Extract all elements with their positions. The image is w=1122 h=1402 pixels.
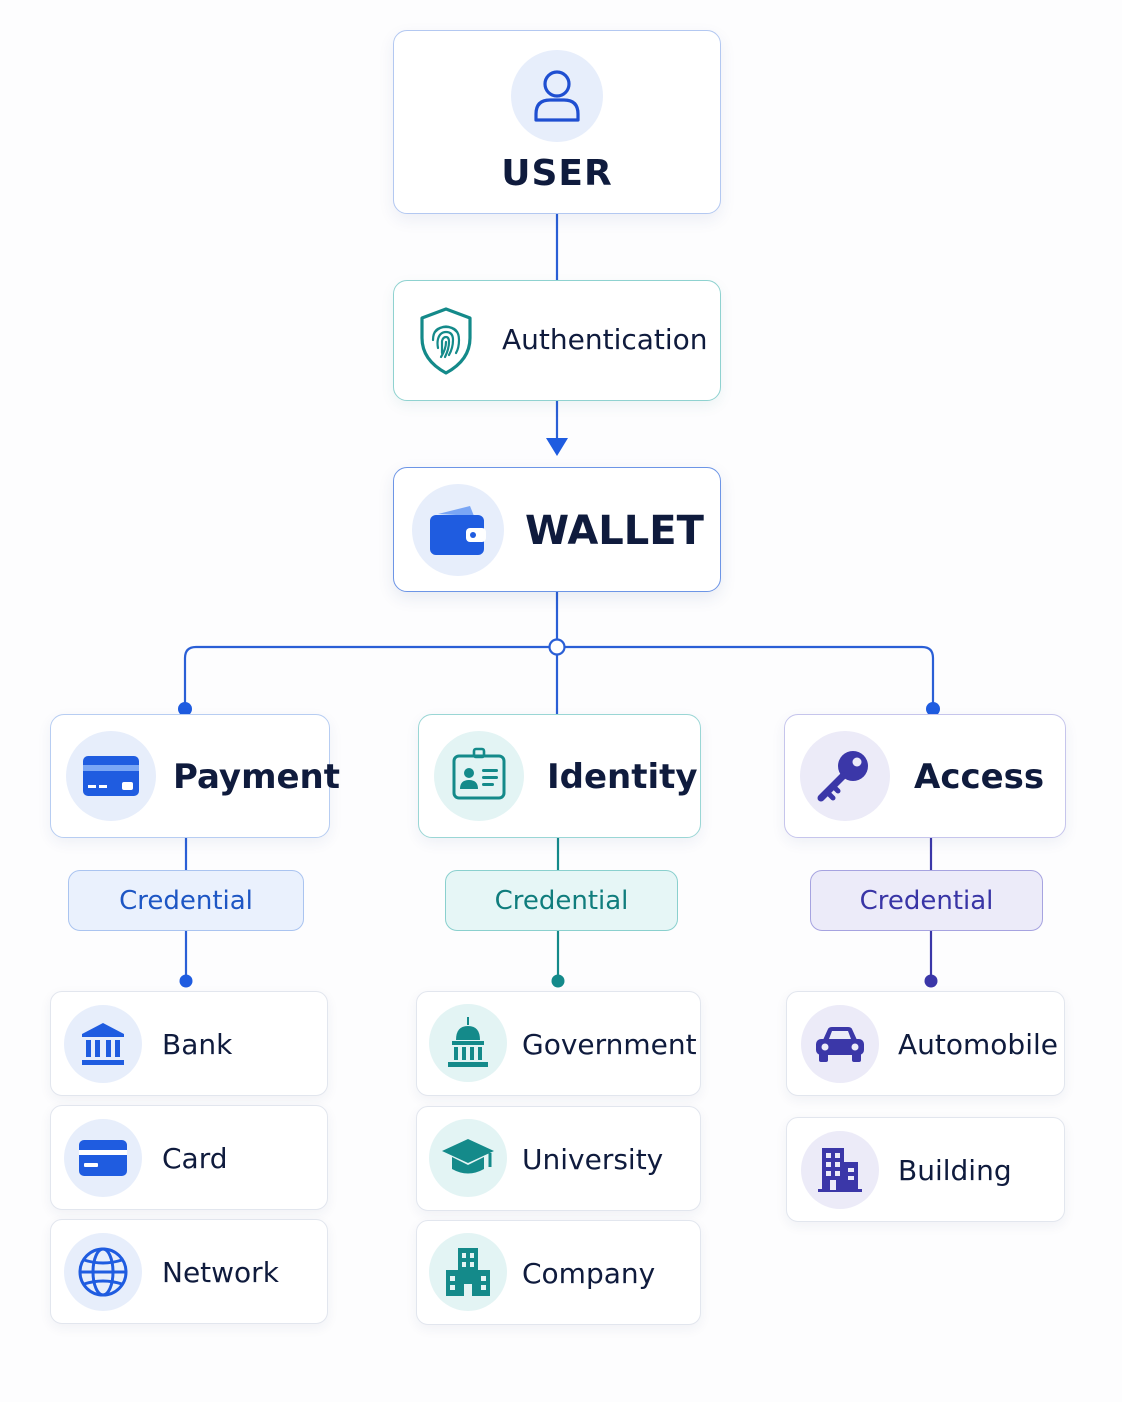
category-payment: Payment <box>50 714 340 838</box>
access-items-dot <box>924 974 938 988</box>
credit-card-icon <box>83 756 139 796</box>
globe-icon <box>78 1247 128 1297</box>
payment-item-bank-label: Bank <box>162 1028 233 1061</box>
identity-item-government: Government <box>416 991 701 1096</box>
payment-item-bank: Bank <box>50 991 328 1096</box>
identity-item-government-label: Government <box>522 1028 697 1061</box>
identity-item-university-label: University <box>522 1143 664 1176</box>
arrow-down-icon <box>546 438 568 456</box>
bank-icon <box>82 1023 124 1065</box>
access-item-automobile-label: Automobile <box>898 1028 1058 1061</box>
user-label: USER <box>501 153 613 194</box>
building-icon <box>818 1148 862 1192</box>
payment-connector-dot <box>178 702 192 716</box>
car-icon <box>816 1027 864 1062</box>
identity-item-company-label: Company <box>522 1257 656 1290</box>
wallet-icon <box>430 506 486 555</box>
id-badge-icon <box>452 747 506 800</box>
authentication-node: Authentication <box>393 280 721 401</box>
category-payment-label: Payment <box>173 757 341 797</box>
shield-fingerprint-icon <box>420 307 472 375</box>
payment-item-network: Network <box>50 1219 328 1324</box>
wallet-label: WALLET <box>525 508 704 554</box>
graduation-cap-icon <box>442 1139 494 1174</box>
card-icon <box>79 1140 127 1176</box>
access-credential-badge: Credential <box>810 870 1043 931</box>
payment-items-dot <box>179 974 193 988</box>
identity-items-dot <box>551 974 565 988</box>
wallet-node: WALLET <box>393 467 721 592</box>
authentication-label: Authentication <box>502 323 708 356</box>
access-item-automobile: Automobile <box>786 991 1065 1096</box>
key-icon <box>817 751 868 802</box>
junction-node <box>548 638 566 656</box>
office-building-icon <box>446 1248 490 1296</box>
payment-item-card: Card <box>50 1105 328 1210</box>
access-item-building-label: Building <box>898 1154 1012 1187</box>
identity-item-company: Company <box>416 1220 701 1325</box>
payment-credential-badge: Credential <box>68 870 304 931</box>
category-identity-label: Identity <box>547 757 698 797</box>
payment-item-card-label: Card <box>162 1142 228 1175</box>
payment-item-network-label: Network <box>162 1256 279 1289</box>
category-identity: Identity <box>418 714 701 838</box>
identity-credential-badge: Credential <box>445 870 678 931</box>
capitol-icon <box>448 1017 488 1067</box>
access-item-building: Building <box>786 1117 1065 1222</box>
category-access: Access <box>784 714 1066 838</box>
category-access-label: Access <box>914 757 1045 797</box>
access-connector-dot <box>926 702 940 716</box>
user-node: USER <box>393 30 721 214</box>
user-icon <box>534 70 580 122</box>
identity-item-university: University <box>416 1106 701 1211</box>
